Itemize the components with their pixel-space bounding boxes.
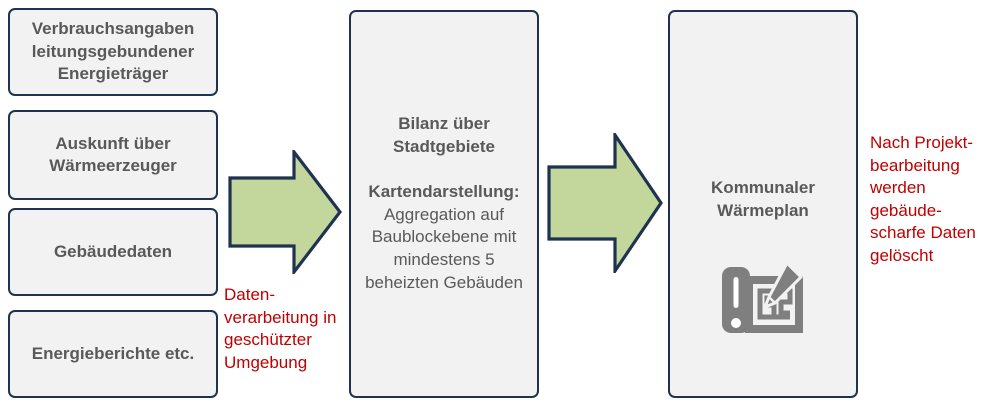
annotation-datenverarbeitung: Daten-verarbeitung in geschützter Umgebu… <box>224 285 337 372</box>
arrow-sources-to-center <box>228 150 342 274</box>
blueprint-pencil-icon <box>717 257 809 348</box>
process-box-subsection-body: Aggregation auf Baublockebene mit mindes… <box>365 204 523 292</box>
source-box-energieberichte[interactable]: Energieberichte etc. <box>8 310 218 398</box>
process-box-title: Bilanz über Stadtgebiete <box>392 114 496 157</box>
source-box-label: Verbrauchsangaben leitungsgebundener Ene… <box>31 19 195 84</box>
annotation-loeschung: Nach Projekt-bearbeitung werden gebäude-… <box>870 133 976 266</box>
process-box-content: Bilanz über Stadtgebiete Kartendarstellu… <box>351 113 537 294</box>
result-box-waermeplan[interactable]: Kommunaler Wärmeplan <box>668 10 858 398</box>
source-box-verbrauchsangaben[interactable]: Verbrauchsangaben leitungsgebundener Ene… <box>8 8 218 96</box>
source-box-auskunft-waermeerzeuger[interactable]: Auskunft über Wärmeerzeuger <box>8 110 218 200</box>
process-box-subsection-heading: Kartendarstellung: <box>368 181 520 201</box>
process-box-bilanz[interactable]: Bilanz über Stadtgebiete Kartendarstellu… <box>349 10 539 398</box>
result-box-title: Kommunaler Wärmeplan <box>711 178 815 220</box>
source-box-gebaeudedaten[interactable]: Gebäudedaten <box>8 208 218 296</box>
source-box-label: Gebäudedaten <box>53 241 173 261</box>
arrow-center-to-result <box>547 133 663 273</box>
source-box-label: Energieberichte etc. <box>31 343 195 363</box>
source-box-label: Auskunft über Wärmeerzeuger <box>49 133 177 175</box>
